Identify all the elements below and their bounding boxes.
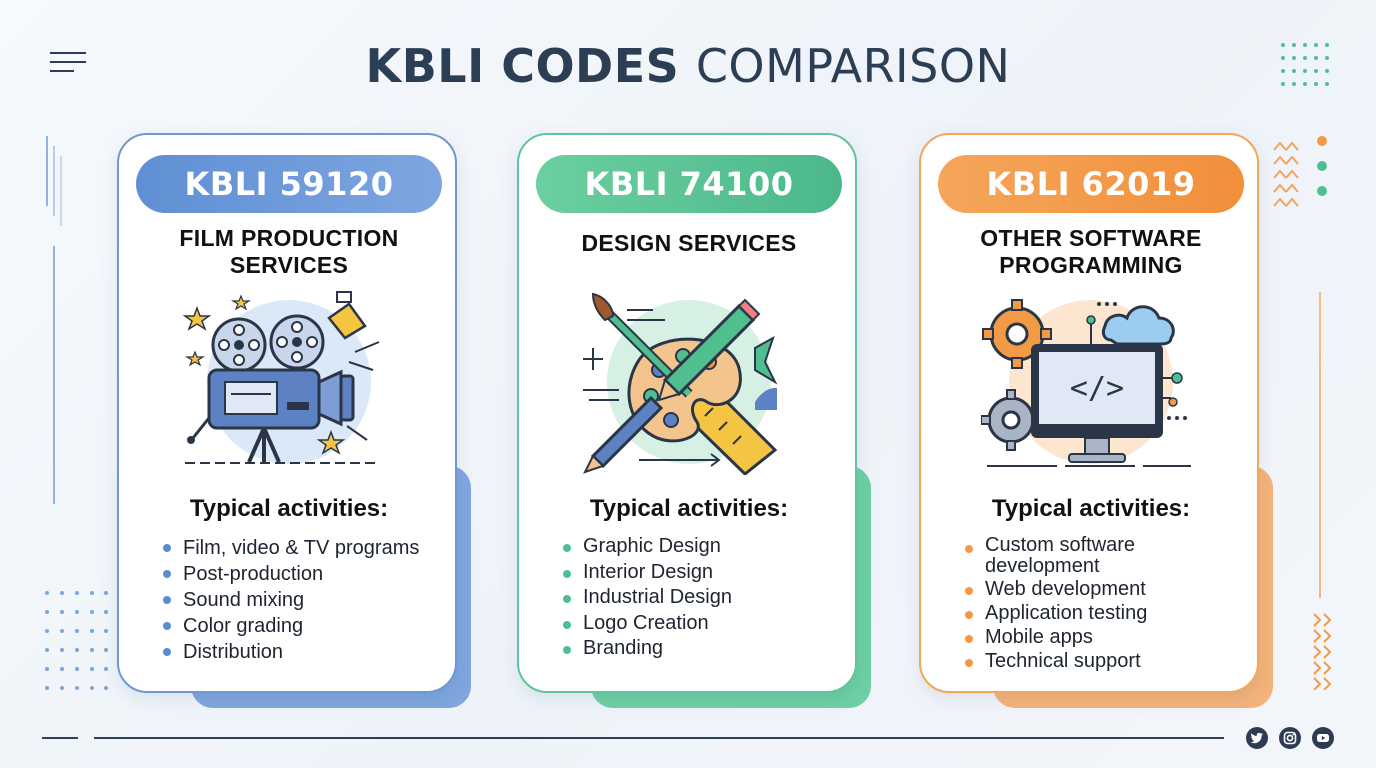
footer-divider bbox=[42, 737, 78, 739]
activities-title: Typical activities: bbox=[991, 495, 1191, 522]
activities-title: Typical activities: bbox=[589, 495, 789, 522]
kbli-code-badge: KBLI 74100 bbox=[536, 155, 842, 213]
list-item: Web development bbox=[965, 577, 1255, 601]
activities-list: Custom software development Web developm… bbox=[965, 535, 1255, 673]
list-item-continuation: development bbox=[985, 555, 1100, 577]
design-palette-icon bbox=[583, 292, 778, 475]
card-body: KBLI 74100 DESIGN SERVICES bbox=[517, 133, 857, 693]
list-item: Post-production bbox=[163, 561, 453, 587]
list-item: Technical support bbox=[965, 649, 1255, 673]
youtube-icon[interactable] bbox=[1312, 727, 1334, 749]
instagram-icon[interactable] bbox=[1279, 727, 1301, 749]
activities-title: Typical activities: bbox=[189, 495, 389, 522]
card-title-line: OTHER SOFTWARE bbox=[980, 225, 1202, 251]
card-body: KBLI 59120 FILM PRODUCTION SERVICES bbox=[117, 133, 457, 693]
card-title: FILM PRODUCTION SERVICES bbox=[129, 225, 449, 279]
card-kbli-62019: KBLI 62019 OTHER SOFTWARE PROGRAMMING bbox=[919, 133, 1273, 708]
list-item: Branding bbox=[563, 636, 853, 662]
menu-icon[interactable] bbox=[48, 50, 88, 74]
list-item: Application testing bbox=[965, 601, 1255, 625]
decorative-dots bbox=[45, 591, 108, 690]
svg-text:</>: </> bbox=[1070, 371, 1124, 406]
card-title: DESIGN SERVICES bbox=[529, 230, 849, 257]
film-camera-icon bbox=[182, 291, 380, 464]
card-kbli-74100: KBLI 74100 DESIGN SERVICES bbox=[517, 133, 871, 708]
list-item: Mobile apps bbox=[965, 625, 1255, 649]
card-kbli-59120: KBLI 59120 FILM PRODUCTION SERVICES bbox=[117, 133, 471, 708]
kbli-code-badge: KBLI 59120 bbox=[136, 155, 442, 213]
list-item: Sound mixing bbox=[163, 587, 453, 613]
card-title: OTHER SOFTWARE PROGRAMMING bbox=[931, 225, 1251, 279]
activities-list: Graphic Design Interior Design Industria… bbox=[563, 534, 853, 662]
list-item: Distribution bbox=[163, 639, 453, 665]
page-title: KBLI CODES COMPARISON bbox=[0, 36, 1376, 96]
decorative-dots-vertical bbox=[1317, 136, 1327, 196]
decorative-chevrons bbox=[1273, 141, 1299, 207]
card-title-line: DESIGN SERVICES bbox=[581, 230, 797, 256]
list-item: Industrial Design bbox=[563, 585, 853, 611]
list-item: Custom software bbox=[965, 535, 1255, 556]
footer-divider bbox=[94, 737, 1224, 739]
list-item: Interior Design bbox=[563, 560, 853, 586]
card-title-line: PROGRAMMING bbox=[999, 252, 1183, 278]
decorative-chevrons bbox=[1313, 613, 1332, 690]
list-item: Graphic Design bbox=[563, 534, 853, 560]
card-title-line: FILM PRODUCTION bbox=[179, 225, 399, 251]
card-title-line: SERVICES bbox=[229, 252, 349, 278]
decorative-line-right bbox=[1319, 292, 1321, 598]
card-body: KBLI 62019 OTHER SOFTWARE PROGRAMMING bbox=[919, 133, 1259, 693]
list-item: Color grading bbox=[163, 613, 453, 639]
decorative-lines-left bbox=[46, 136, 62, 504]
decorative-dots bbox=[1281, 43, 1329, 86]
software-monitor-icon: </> bbox=[981, 299, 1191, 467]
page-title-light: COMPARISON bbox=[695, 39, 1011, 93]
page-title-bold: KBLI CODES bbox=[365, 39, 680, 93]
list-item: Logo Creation bbox=[563, 611, 853, 637]
twitter-icon[interactable] bbox=[1246, 727, 1268, 749]
kbli-code-badge: KBLI 62019 bbox=[938, 155, 1244, 213]
activities-list: Film, video & TV programs Post-productio… bbox=[163, 535, 453, 665]
list-item: Film, video & TV programs bbox=[163, 535, 453, 561]
